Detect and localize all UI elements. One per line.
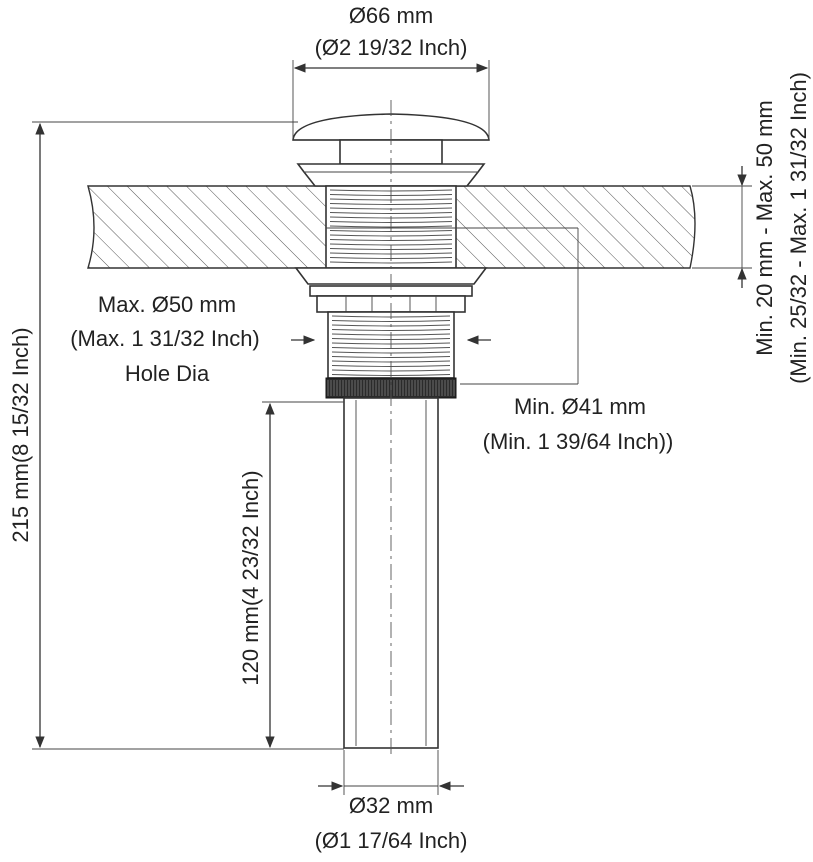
tail-length-dimension: 120 mm(4 23/32 Inch) bbox=[238, 401, 344, 749]
tail-length-label: 120 mm(4 23/32 Inch) bbox=[238, 470, 263, 685]
thread-line bbox=[331, 356, 451, 358]
thread-line bbox=[331, 329, 451, 331]
thread-line bbox=[329, 234, 453, 237]
thread-diameter-mm: Min. Ø41 mm bbox=[514, 394, 646, 419]
hole-diameter-desc: Hole Dia bbox=[125, 361, 210, 386]
top-diameter-inch: (Ø2 19/32 Inch) bbox=[315, 35, 468, 60]
total-height-label: 215 mm(8 15/32 Inch) bbox=[8, 327, 33, 542]
tail-diameter-dimension: Ø32 mm (Ø1 17/64 Inch) bbox=[315, 750, 468, 853]
thread-diameter-leader: Min. Ø41 mm (Min. 1 39/64 Inch)) bbox=[326, 227, 674, 454]
total-height-dimension: 215 mm(8 15/32 Inch) bbox=[8, 121, 344, 750]
top-diameter-dimension: Ø66 mm (Ø2 19/32 Inch) bbox=[292, 3, 490, 140]
thread-line bbox=[329, 203, 453, 205]
tail-diameter-mm: Ø32 mm bbox=[349, 793, 433, 818]
thread-diameter-inch: (Min. 1 39/64 Inch)) bbox=[483, 429, 674, 454]
thread-line bbox=[329, 212, 453, 214]
thread-line bbox=[331, 347, 451, 349]
top-diameter-mm: Ø66 mm bbox=[349, 3, 433, 28]
thread-line bbox=[329, 239, 453, 241]
counter-thickness-dimension: Min. 20 mm - Max. 50 mm (Min. 25/32 - Ma… bbox=[692, 72, 811, 384]
thread-line bbox=[329, 261, 453, 264]
counter-thickness-mm: Min. 20 mm - Max. 50 mm bbox=[752, 100, 777, 355]
thread-line bbox=[331, 320, 451, 322]
hole-diameter-inch: (Max. 1 31/32 Inch) bbox=[70, 326, 260, 351]
hole-diameter-mm: Max. Ø50 mm bbox=[98, 292, 236, 317]
thread-line bbox=[331, 351, 451, 354]
counter-thickness-inch: (Min. 25/32 - Max. 1 31/32 Inch) bbox=[786, 72, 811, 384]
hole-diameter-dimension: Max. Ø50 mm (Max. 1 31/32 Inch) Hole Dia bbox=[70, 292, 491, 386]
tail-diameter-inch: (Ø1 17/64 Inch) bbox=[315, 828, 468, 853]
